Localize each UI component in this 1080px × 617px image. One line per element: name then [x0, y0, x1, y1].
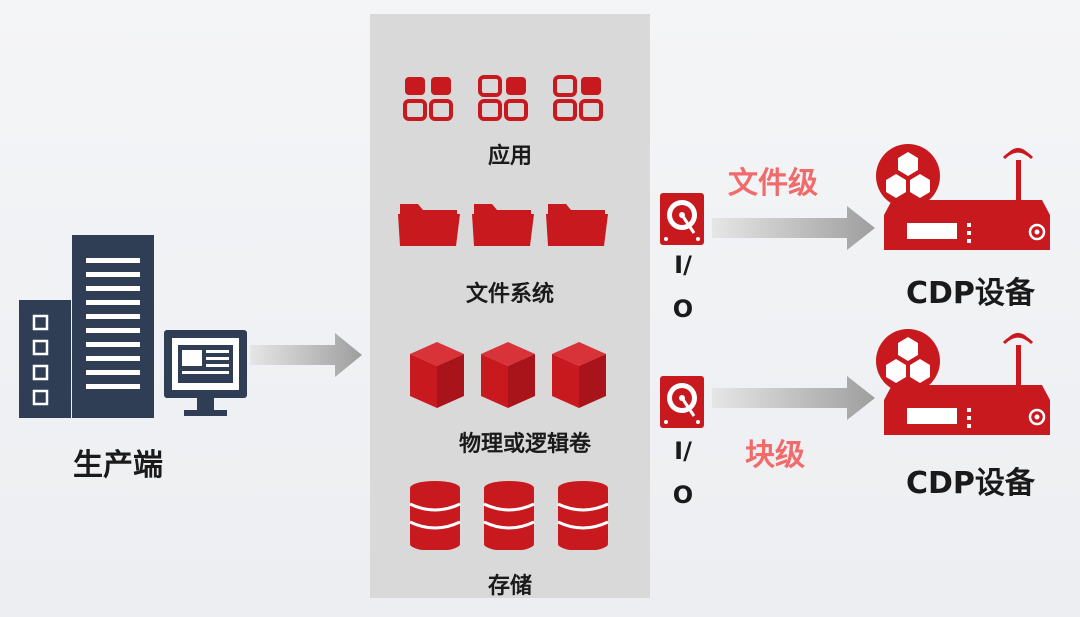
cdp-device-icon: [876, 144, 1050, 250]
app-grid-icon: [403, 75, 603, 121]
cdp-device-label-2: CDP设备: [906, 466, 1035, 501]
file-level-label: 文件级: [728, 166, 818, 201]
box-icon: [410, 342, 606, 408]
io-label-bottom-1: I/: [674, 437, 692, 465]
layer-label-filesystem: 文件系统: [465, 282, 554, 307]
cdp-device-label-1: CDP设备: [906, 276, 1035, 311]
layer-label-storage: 存储: [487, 574, 532, 599]
producer-label: 生产端: [73, 448, 163, 483]
cdp-device-icon: [876, 329, 1050, 435]
producer-server-icon: [19, 235, 247, 418]
folder-icon: [398, 204, 608, 246]
database-icon: [409, 481, 609, 550]
block-level-label: 块级: [745, 438, 805, 473]
layer-label-app: 应用: [487, 144, 532, 169]
io-label-top-2: O: [672, 295, 694, 323]
layer-label-volume: 物理或逻辑卷: [458, 432, 591, 457]
io-label-top-1: I/: [674, 251, 692, 279]
file-level-arrow-icon: [712, 206, 875, 250]
hard-disk-icon: [660, 193, 704, 245]
hard-disk-icon: [660, 376, 704, 428]
producer-arrow-icon: [250, 333, 362, 377]
block-level-arrow-icon: [712, 376, 875, 420]
io-label-bottom-2: O: [672, 481, 694, 509]
